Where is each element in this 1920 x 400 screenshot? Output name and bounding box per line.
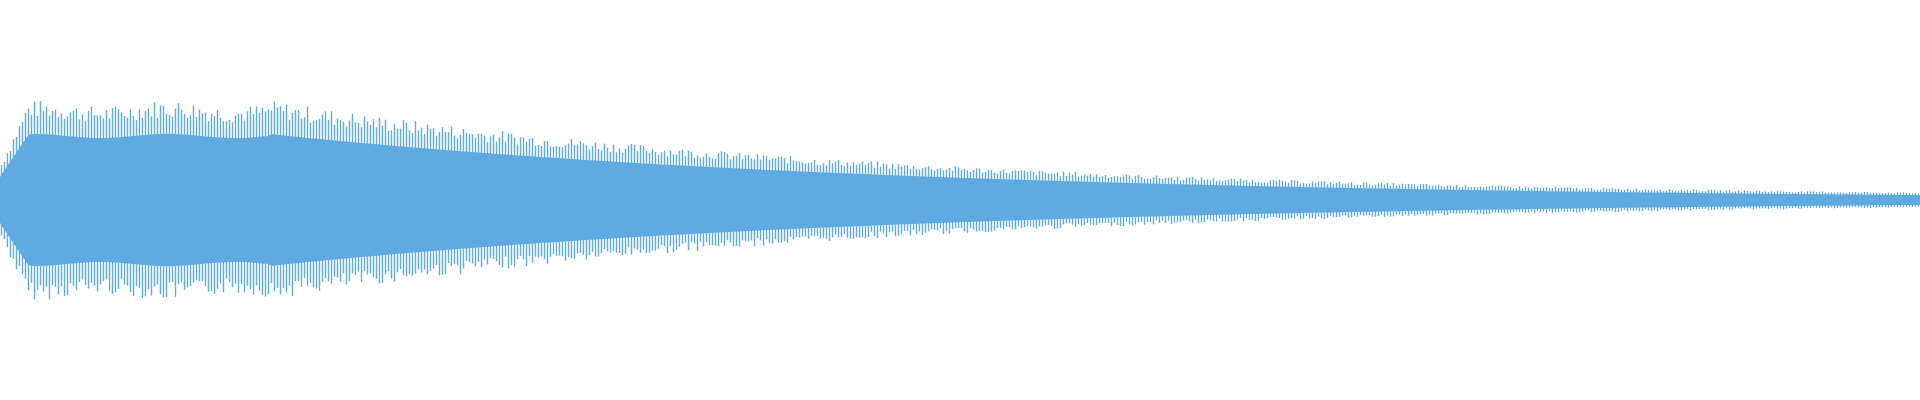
waveform-envelope-fill: [0, 134, 1920, 266]
waveform-sample-lines: [0, 100, 1920, 300]
waveform-transients: [0, 100, 1920, 300]
waveform-body: [0, 134, 1920, 266]
